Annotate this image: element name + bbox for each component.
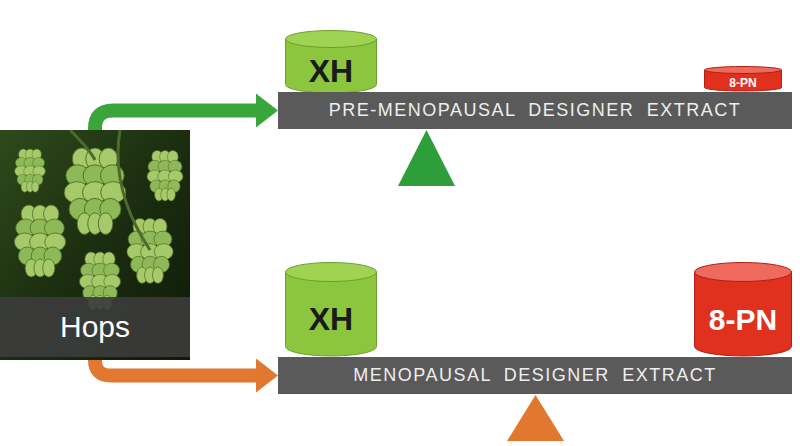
hop-cone — [64, 148, 126, 234]
hops-label: Hops — [60, 310, 130, 344]
cylinder-top — [695, 263, 792, 282]
hop-cone — [15, 149, 46, 192]
cylinder-top — [286, 31, 377, 48]
xh-cylinder: XH — [285, 30, 377, 94]
label-band: Hops — [0, 297, 190, 357]
orange-fulcrum — [507, 395, 564, 441]
8pn-cylinder: 8-PN — [694, 262, 792, 357]
compound-label: XH — [309, 301, 353, 338]
cylinder-body — [695, 272, 792, 356]
compound-label: XH — [309, 53, 353, 90]
hop-cone — [127, 219, 173, 284]
xh-cylinder: XH — [285, 262, 377, 357]
beam-bar: PRE-MENOPAUSAL DESIGNER EXTRACT — [278, 92, 792, 129]
compound-label: 8-PN — [729, 76, 756, 90]
green-fulcrum — [398, 130, 455, 186]
cylinder-body — [286, 272, 377, 356]
hops-photo: Hops — [0, 130, 190, 360]
8pn-cylinder: 8-PN — [704, 66, 782, 92]
cylinder-top — [705, 67, 782, 74]
beam-label: PRE-MENOPAUSAL DESIGNER EXTRACT — [329, 100, 742, 121]
beam-label: MENOPAUSAL DESIGNER EXTRACT — [353, 365, 717, 386]
beam-bar: MENOPAUSAL DESIGNER EXTRACT — [278, 357, 792, 394]
hop-cone — [147, 151, 183, 201]
compound-label: 8-PN — [709, 303, 777, 337]
flow-arrow — [95, 94, 278, 131]
flow-arrow — [95, 359, 278, 393]
hop-cone — [14, 205, 65, 277]
cylinder-top — [286, 263, 377, 282]
